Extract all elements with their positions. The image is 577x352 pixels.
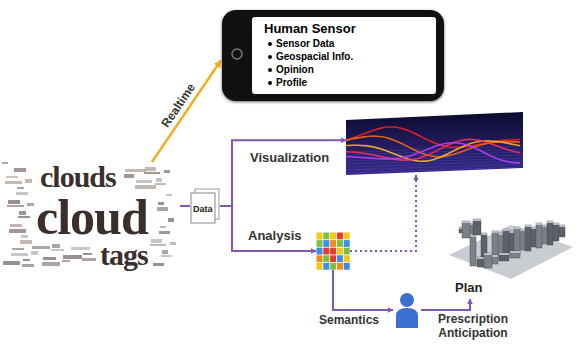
phone-heading: Human Sensor [264, 21, 424, 37]
phone-screen: Human SensorSensor DataGeospacial Info.O… [252, 17, 436, 94]
plan-label: Plan [455, 280, 482, 295]
dotted-arrow [350, 175, 416, 251]
visualization-picture [346, 112, 523, 175]
data-icon: Data [190, 188, 220, 224]
person-icon [393, 292, 421, 328]
bullet-item: Profile [264, 76, 424, 89]
bullet-item: Geospacial Info. [264, 50, 424, 63]
edge-label: Realtime [158, 80, 200, 132]
bullet-dot [268, 42, 272, 46]
visualization-image: Visualization [346, 112, 523, 175]
data-label: Data [193, 204, 213, 214]
home-button [222, 10, 252, 100]
cloud-word: clouds [40, 162, 116, 192]
cloud-word: cloud [36, 192, 148, 242]
city-model: Plan [445, 203, 575, 299]
bullet-item: Opinion [264, 63, 424, 76]
edge-label: Prescription Anticipation [429, 313, 517, 341]
flow-arrow [333, 270, 393, 310]
phone-box: Human SensorSensor DataGeospacial Info.O… [222, 10, 444, 101]
cloud-word: tags [100, 240, 148, 270]
city-model-picture [445, 203, 575, 281]
person-icon [393, 292, 421, 328]
bullet-item: Sensor Data [264, 37, 424, 50]
heading-label: Analysis [248, 228, 301, 243]
data-line [180, 205, 190, 207]
heading-label: Visualization [250, 150, 329, 165]
edge-label: Semantics [317, 314, 381, 328]
flow-arrow [220, 206, 316, 251]
matrix-icon [316, 232, 350, 270]
bullet-dot [268, 55, 272, 59]
bullet-dot [268, 81, 272, 85]
realtime-arrow [152, 60, 221, 162]
word-cloud: cloudscloudtags [0, 160, 180, 270]
bullet-dot [268, 68, 272, 72]
flow-arrow [421, 299, 470, 310]
flow-arrow [220, 140, 346, 206]
analysis-matrix: Analysis [316, 232, 350, 270]
